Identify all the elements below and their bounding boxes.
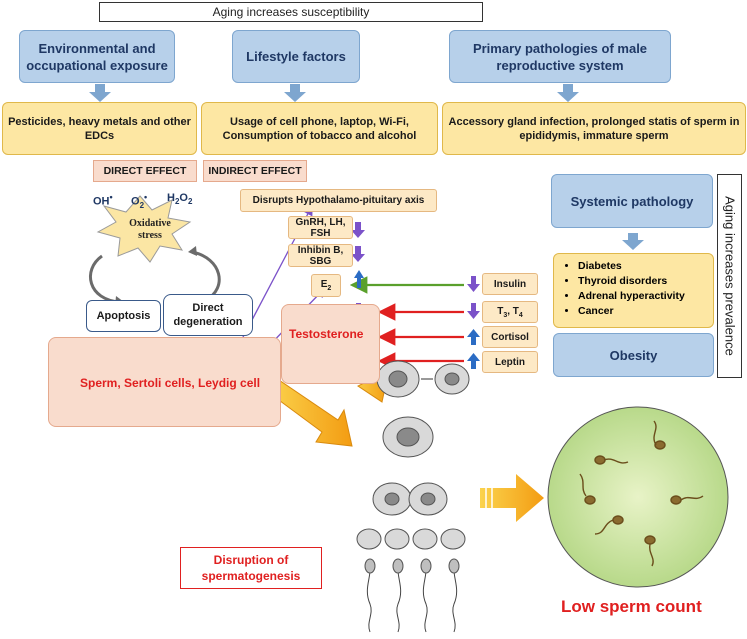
- systemic-item: Adrenal hyperactivity: [578, 289, 707, 304]
- ros-o2: O2•: [131, 192, 148, 210]
- category-environmental: Environmental and occupational exposure: [19, 30, 175, 83]
- cause-environmental: Pesticides, heavy metals and other EDCs: [2, 102, 197, 155]
- side-label-box: Aging increases prevalence: [717, 174, 742, 378]
- hormone-leptin: Leptin: [482, 351, 538, 373]
- e2-up-arrow: [354, 270, 364, 288]
- systemic-item: Diabetes: [578, 259, 707, 274]
- cortisol-up-arrow: [467, 329, 480, 345]
- oxidative-stress-label: Oxidative stress: [129, 218, 171, 241]
- direct-effect-label: DIRECT EFFECT: [93, 160, 197, 182]
- ros-h2o2: H2O2: [167, 192, 193, 207]
- hpa-disrupts: Disrupts Hypothalamo-pituitary axis: [240, 189, 437, 212]
- systemic-item: Cancer: [578, 304, 707, 319]
- arrow-systemic: [622, 233, 644, 250]
- hormone-insulin: Insulin: [482, 273, 538, 295]
- testosterone-label: Testosterone: [289, 327, 364, 341]
- sperm-cells: [579, 420, 704, 567]
- arrow-prim: [557, 84, 579, 102]
- cells-label: Sperm, Sertoli cells, Leydig cell: [80, 376, 261, 390]
- sperm-circle: [547, 406, 729, 588]
- apoptosis-box: Apoptosis: [86, 300, 161, 332]
- result-label: Low sperm count: [561, 597, 702, 616]
- cause-primary: Accessory gland infection, prolonged sta…: [442, 102, 746, 155]
- insulin-down-arrow: [467, 276, 480, 292]
- arrow-life: [284, 84, 306, 102]
- disruption-box: Disruption of spermatogenesis: [180, 547, 322, 589]
- obesity-box: Obesity: [553, 333, 714, 377]
- indirect-effect-label: INDIRECT EFFECT: [203, 160, 307, 182]
- systemic-pathology-box: Systemic pathology: [551, 174, 713, 228]
- leptin-up-arrow: [467, 353, 480, 369]
- cycle-arrow-right: [191, 250, 221, 302]
- hpa-arrows: [351, 222, 365, 262]
- oxidative-stress-star: [96, 195, 192, 263]
- category-arrows: [89, 84, 644, 250]
- category-primary: Primary pathologies of male reproductive…: [449, 30, 671, 83]
- category-lifestyle: Lifestyle factors: [232, 30, 360, 83]
- testosterone-box: [281, 304, 380, 384]
- spermatogenesis-illustration: [356, 360, 470, 633]
- cycle-arrow-left: [88, 254, 121, 304]
- result-arrow: [480, 474, 544, 522]
- cells-to-spermatogenesis-arrow: [267, 377, 353, 447]
- hpa-gnrh: GnRH, LH, FSH: [288, 216, 353, 239]
- arrow-env: [89, 84, 111, 102]
- t3t4-down-arrow: [467, 303, 480, 319]
- hormone-t3t4: T3, T4: [482, 301, 538, 323]
- hpa-e2: E2: [311, 274, 341, 297]
- ros-oh: OH•: [93, 192, 113, 208]
- result-arrow-stripes: [485, 488, 493, 508]
- header-title: Aging increases susceptibility: [99, 2, 483, 22]
- hormone-cortisol: Cortisol: [482, 326, 538, 348]
- side-label: Aging increases prevalence: [722, 196, 737, 356]
- systemic-items: Diabetes Thyroid disorders Adrenal hyper…: [553, 253, 714, 328]
- systemic-item: Thyroid disorders: [578, 274, 707, 289]
- cells-box: [48, 337, 281, 427]
- hpa-inhibin: Inhibin B, SBG: [288, 244, 353, 267]
- cause-lifestyle: Usage of cell phone, laptop, Wi-Fi, Cons…: [201, 102, 438, 155]
- direct-degeneration-box: Direct degeneration: [163, 294, 253, 336]
